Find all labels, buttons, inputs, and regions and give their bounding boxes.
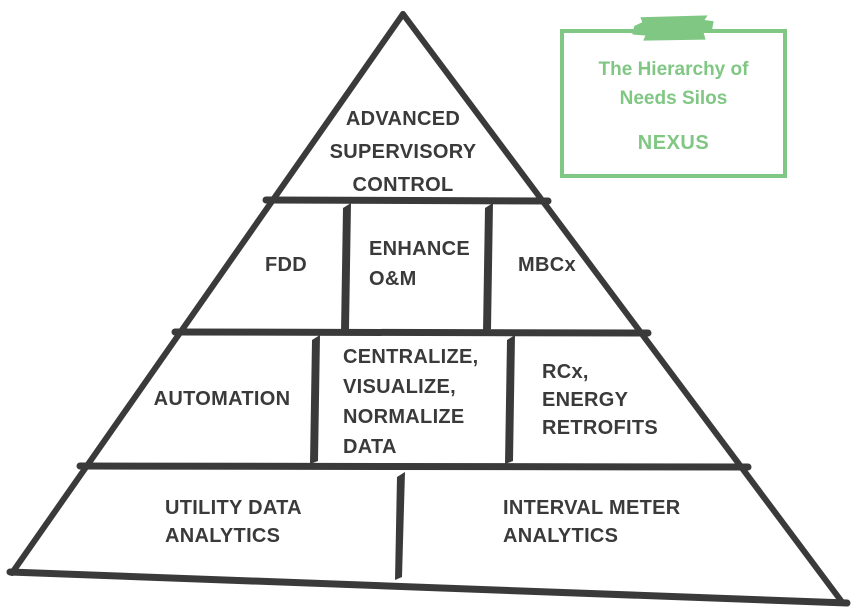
separator-level2-level3 xyxy=(171,328,652,337)
pyramid-left-edge xyxy=(9,11,406,576)
divider-level2-left xyxy=(341,203,351,332)
level3-automation-label: AUTOMATION xyxy=(153,388,291,410)
divider-level3-left xyxy=(310,335,320,464)
level3-centralize-visualize-normalize-data-label: CENTRALIZE, VISUALIZE, NORMALIZE DATA xyxy=(343,346,479,458)
legend-card: The Hierarchy of Needs Silos NEXUS xyxy=(560,29,787,178)
separator-level1-level2 xyxy=(262,196,552,205)
divider-level4-center xyxy=(395,472,405,580)
legend-brand-nexus: NEXUS xyxy=(637,132,710,154)
level4-utility-data-analytics-label: UTILITY DATA ANALYTICS xyxy=(165,497,302,547)
level2-mbcx-label: MBCx xyxy=(518,254,576,276)
level3-rcx-energy-retrofits-label: RCx, ENERGY RETROFITS xyxy=(542,361,659,439)
level1-advanced-supervisory-control-label: ADVANCED SUPERVISORY CONTROL xyxy=(329,108,477,196)
divider-level3-right xyxy=(505,335,515,464)
level2-enhance-om-label: ENHANCE O&M xyxy=(369,238,470,290)
level2-fdd-label: FDD xyxy=(264,254,308,276)
legend-title: The Hierarchy of Needs Silos xyxy=(598,59,749,109)
pyramid-bottom-edge xyxy=(6,568,851,607)
separator-level3-level4 xyxy=(76,462,752,471)
divider-level2-right xyxy=(483,203,493,332)
level4-interval-meter-analytics-label: INTERVAL METER ANALYTICS xyxy=(503,497,681,547)
pyramid-right-edge xyxy=(400,11,845,605)
